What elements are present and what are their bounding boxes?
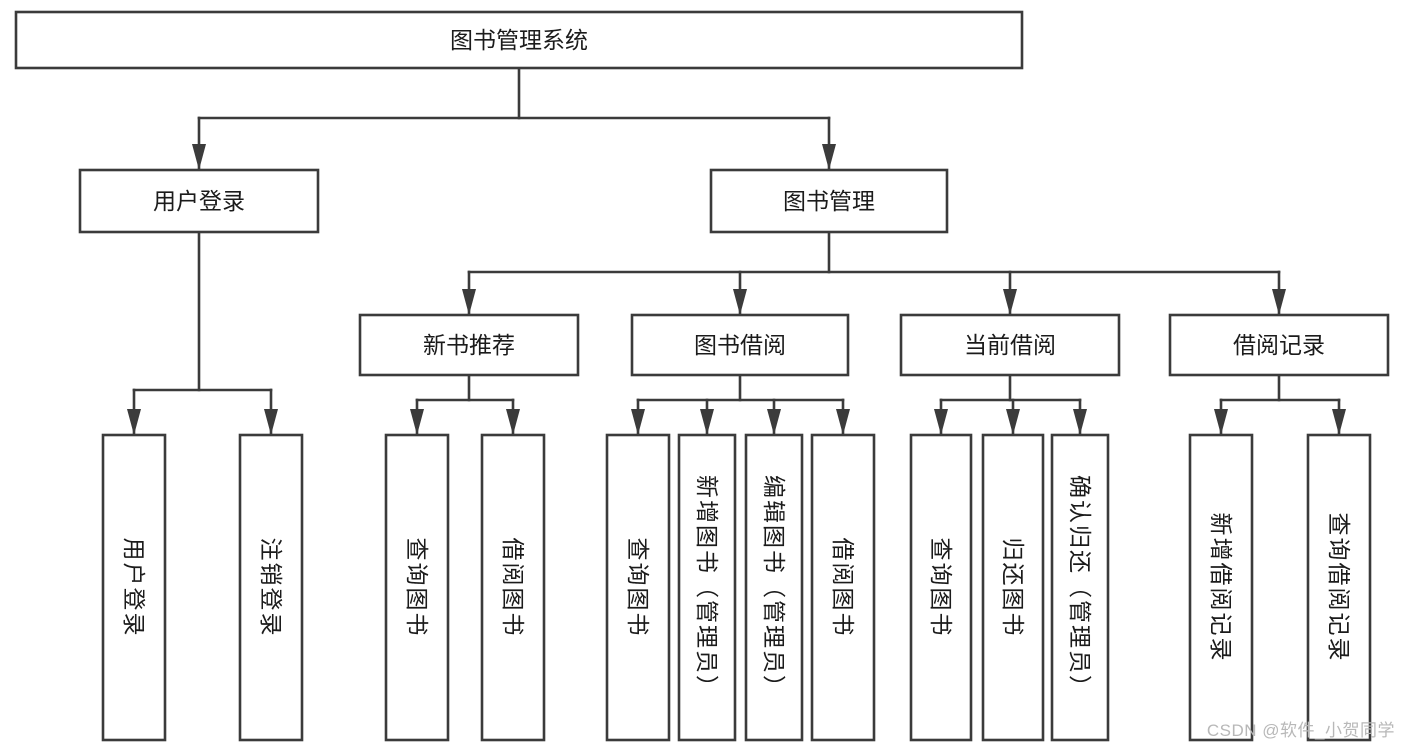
root-node-图书管理系统[interactable]: 图书管理系统	[14, 10, 1024, 70]
arrow-head-icon	[934, 409, 948, 435]
node-label: 图书管理系统	[450, 27, 588, 53]
node-box	[899, 313, 1121, 377]
arrow-head-icon	[1214, 409, 1228, 435]
node-label: 用户登录	[153, 188, 245, 214]
level1-node-图书管理[interactable]: 图书管理	[709, 168, 949, 234]
arrow-head-icon	[1073, 409, 1087, 435]
leaf-node-确认归还管理员[interactable]: 确认归还（管理员）	[1050, 433, 1110, 742]
arrow-head-icon	[506, 409, 520, 435]
level1-node-用户登录[interactable]: 用户登录	[78, 168, 320, 234]
leaf-node-新增图书管理员[interactable]: 新增图书（管理员）	[677, 433, 737, 742]
node-label: 借阅记录	[1233, 332, 1325, 358]
leaf-node-用户登录[interactable]: 用户登录	[101, 433, 167, 742]
leaf-node-归还图书[interactable]: 归还图书	[981, 433, 1045, 742]
leaf-node-查询图书[interactable]: 查询图书	[384, 433, 450, 742]
node-box	[1168, 313, 1390, 377]
connector-layer	[127, 66, 1346, 436]
node-label: 借阅图书	[830, 538, 856, 638]
node-label: 当前借阅	[964, 332, 1056, 358]
arrow-head-icon	[822, 144, 836, 170]
arrow-head-icon	[127, 409, 141, 435]
node-box	[630, 313, 850, 377]
arrow-head-icon	[836, 409, 850, 435]
level2-node-图书借阅[interactable]: 图书借阅	[630, 313, 850, 377]
arrow-head-icon	[700, 409, 714, 435]
node-label: 用户登录	[121, 538, 147, 638]
level2-node-新书推荐[interactable]: 新书推荐	[358, 313, 580, 377]
level2-node-借阅记录[interactable]: 借阅记录	[1168, 313, 1390, 377]
node-label: 归还图书	[1000, 538, 1026, 638]
level2-node-当前借阅[interactable]: 当前借阅	[899, 313, 1121, 377]
node-label: 注销登录	[258, 538, 284, 638]
node-box	[1188, 433, 1254, 742]
node-box	[677, 433, 737, 742]
node-box	[1306, 433, 1372, 742]
arrow-head-icon	[767, 409, 781, 435]
arrow-head-icon	[410, 409, 424, 435]
node-label: 图书借阅	[694, 332, 786, 358]
arrow-head-icon	[264, 409, 278, 435]
leaf-node-查询图书[interactable]: 查询图书	[909, 433, 973, 742]
node-label: 新增图书（管理员）	[694, 475, 720, 700]
node-layer: 图书管理系统用户登录图书管理新书推荐图书借阅当前借阅借阅记录用户登录注销登录查询…	[14, 10, 1390, 742]
node-box	[238, 433, 304, 742]
arrow-head-icon	[733, 289, 747, 315]
node-box	[981, 433, 1045, 742]
leaf-node-注销登录[interactable]: 注销登录	[238, 433, 304, 742]
arrow-head-icon	[462, 289, 476, 315]
node-label: 新书推荐	[423, 332, 515, 358]
node-box	[744, 433, 804, 742]
node-box	[358, 313, 580, 377]
node-label: 查询图书	[928, 538, 954, 638]
leaf-node-新增借阅记录[interactable]: 新增借阅记录	[1188, 433, 1254, 742]
node-label: 编辑图书（管理员）	[761, 475, 787, 700]
node-box	[909, 433, 973, 742]
node-label: 新增借阅记录	[1208, 513, 1234, 663]
leaf-node-借阅图书[interactable]: 借阅图书	[480, 433, 546, 742]
node-label: 查询借阅记录	[1326, 513, 1352, 663]
node-label: 查询图书	[404, 538, 430, 638]
node-label: 确认归还（管理员）	[1067, 475, 1093, 700]
arrow-head-icon	[192, 144, 206, 170]
node-label: 图书管理	[783, 188, 875, 214]
leaf-node-编辑图书管理员[interactable]: 编辑图书（管理员）	[744, 433, 804, 742]
leaf-node-查询借阅记录[interactable]: 查询借阅记录	[1306, 433, 1372, 742]
node-box	[14, 10, 1024, 70]
node-box	[384, 433, 450, 742]
node-box	[605, 433, 671, 742]
node-box	[101, 433, 167, 742]
leaf-node-查询图书[interactable]: 查询图书	[605, 433, 671, 742]
leaf-node-借阅图书[interactable]: 借阅图书	[810, 433, 876, 742]
node-box	[709, 168, 949, 234]
arrow-head-icon	[1272, 289, 1286, 315]
node-box	[810, 433, 876, 742]
arrow-head-icon	[1006, 409, 1020, 435]
node-box	[1050, 433, 1110, 742]
node-label: 借阅图书	[500, 538, 526, 638]
node-label: 查询图书	[625, 538, 651, 638]
arrow-head-icon	[631, 409, 645, 435]
arrow-head-icon	[1332, 409, 1346, 435]
node-box	[480, 433, 546, 742]
arrow-head-icon	[1003, 289, 1017, 315]
node-box	[78, 168, 320, 234]
